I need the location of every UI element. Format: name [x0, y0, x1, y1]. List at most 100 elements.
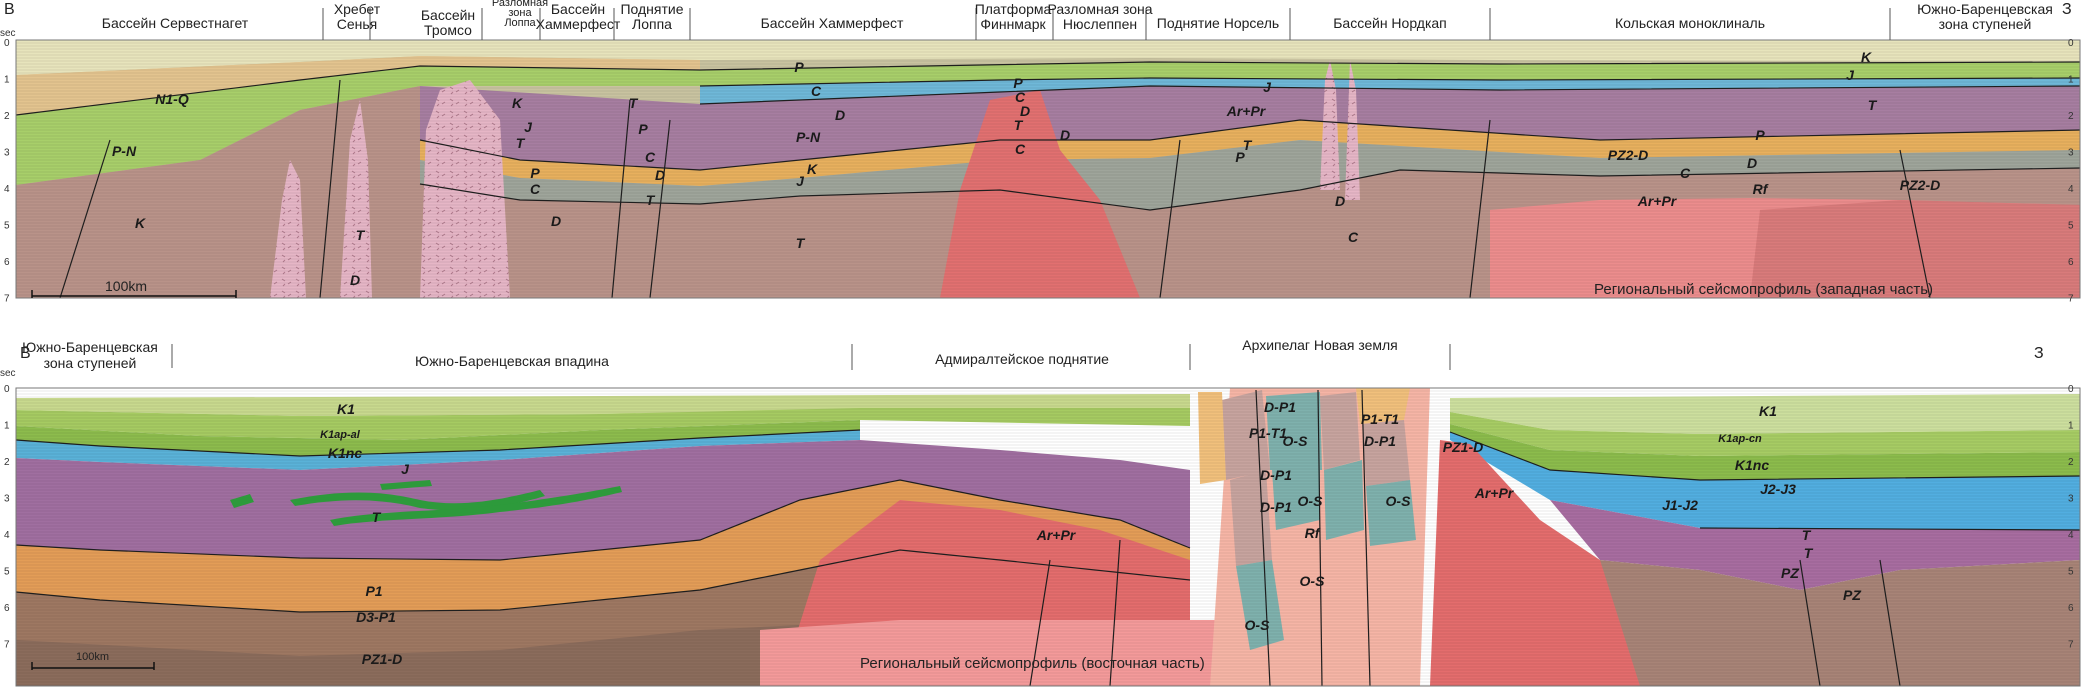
- east-caption: Региональный сейсмопрофиль (восточная ча…: [860, 655, 1205, 672]
- unit-label: D-P1: [1260, 467, 1292, 483]
- region-label: Поднятие: [620, 1, 683, 17]
- unit-label: D: [835, 107, 845, 123]
- axis-tick-label: 2: [2068, 111, 2074, 122]
- region-label: Финнмарк: [980, 16, 1046, 32]
- region-label: Адмиралтейское поднятие: [935, 351, 1109, 367]
- region-label: Бассейн: [421, 7, 475, 23]
- unit-label: PZ2-D: [1608, 147, 1648, 163]
- unit-label: P1: [365, 583, 382, 599]
- unit-label: T: [372, 509, 382, 525]
- unit-label: P: [794, 59, 804, 75]
- unit-label: J: [796, 173, 805, 189]
- unit-label: T: [646, 192, 656, 208]
- unit-label: T: [356, 227, 366, 243]
- unit-label: D: [1335, 193, 1345, 209]
- unit-label: J: [524, 119, 533, 135]
- axis-tick-label: 7: [4, 294, 10, 305]
- region-label: Разломная зона: [1047, 1, 1152, 17]
- unit-label: K1nc: [1735, 457, 1769, 473]
- unit-label: P1-T1: [1361, 411, 1399, 427]
- axis-tick-label: 7: [2068, 640, 2074, 651]
- unit-label: J: [401, 461, 410, 477]
- unit-label: T: [796, 235, 806, 251]
- unit-label: C: [1015, 89, 1026, 105]
- unit-label: N1-Q: [155, 91, 189, 107]
- axis-tick-label: 4: [4, 530, 10, 541]
- unit-label: Ar+Pr: [1226, 103, 1267, 119]
- axis-tick-label: 6: [2068, 603, 2074, 614]
- axis-tick-label: 4: [2068, 184, 2074, 195]
- axis-tick-label: 1: [2068, 75, 2074, 86]
- unit-label: J1-J2: [1662, 497, 1698, 513]
- region-label: Южно-Баренцевская впадина: [415, 353, 609, 369]
- west-section: [16, 40, 2080, 298]
- axis-tick-label: 3: [4, 494, 10, 505]
- unit-label: O-S: [1300, 573, 1326, 589]
- region-label: Архипелаг Новая земля: [1242, 337, 1398, 353]
- unit-label: K: [512, 95, 523, 111]
- unit-label: P: [530, 165, 540, 181]
- axis-tick-label: 1: [4, 421, 10, 432]
- west-header-separators: [322, 8, 1891, 40]
- region-label: зона: [508, 7, 532, 19]
- unit-label: T: [1243, 137, 1253, 153]
- unit-label: K: [1861, 49, 1872, 65]
- unit-label: D: [1060, 127, 1070, 143]
- unit-label: Rf: [1305, 525, 1321, 541]
- unit-label: Rf: [1753, 181, 1769, 197]
- unit-label: P-N: [796, 129, 821, 145]
- unit-label: P: [1235, 149, 1245, 165]
- unit-label: P: [1755, 127, 1765, 143]
- west-frame: [15, 39, 2081, 299]
- axis-tick-label: 6: [4, 603, 10, 614]
- region-label: Лоппа: [632, 16, 672, 32]
- axis-tick-label: 4: [4, 184, 10, 195]
- region-label: Сенья: [337, 16, 378, 32]
- unit-label: C: [1015, 141, 1026, 157]
- axis-tick-label: 7: [4, 640, 10, 651]
- west-caption: Региональный сейсмопрофиль (западная час…: [1594, 281, 1933, 298]
- region-label: Тромсо: [424, 22, 472, 38]
- region-label: Бассейн Нордкап: [1333, 15, 1447, 31]
- region-label: Бассейн Сервестнагет: [102, 15, 249, 31]
- unit-label: K1: [337, 401, 355, 417]
- region-label: Хаммерфест: [536, 16, 621, 32]
- unit-label: C: [645, 149, 656, 165]
- axis-tick-label: 1: [4, 75, 10, 86]
- unit-label: PZ1-D: [362, 651, 402, 667]
- unit-label: C: [1680, 165, 1691, 181]
- unit-label: T: [516, 135, 526, 151]
- axis-tick-label: 4: [2068, 530, 2074, 541]
- region-label: Поднятие Норсель: [1157, 15, 1279, 31]
- unit-label: Ar+Pr: [1637, 193, 1678, 209]
- unit-label: Ar+Pr: [1474, 485, 1515, 501]
- axis-tick-label: 5: [4, 567, 10, 578]
- unit-label: D-P1: [1260, 499, 1292, 515]
- unit-label: PZ1-D: [1443, 439, 1483, 455]
- axis-tick-label: 5: [2068, 567, 2074, 578]
- region-label: Кольская моноклиналь: [1615, 15, 1765, 31]
- unit-label: D-P1: [1364, 433, 1396, 449]
- unit-label: K: [135, 215, 146, 231]
- unit-label: J: [1263, 79, 1272, 95]
- region-label: Платформа: [975, 1, 1052, 17]
- unit-label: O-S: [1245, 617, 1271, 633]
- unit-label: P1-T1: [1249, 425, 1287, 441]
- axis-tick-label: 6: [4, 257, 10, 268]
- axis-tick-label: 7: [2068, 294, 2074, 305]
- unit-label: C: [811, 83, 822, 99]
- unit-label: PZ2-D: [1900, 177, 1940, 193]
- region-label: Хребет: [334, 1, 381, 17]
- region-label: Бассейн Хаммерфест: [761, 15, 904, 31]
- east-scale-bar: 100km: [31, 651, 155, 670]
- unit-label: T: [1868, 97, 1878, 113]
- east-scale-label: 100km: [76, 651, 109, 663]
- region-label: Южно-Баренцевская: [1917, 1, 2053, 17]
- axis-tick-label: 5: [2068, 221, 2074, 232]
- region-label: Лоппа: [504, 17, 536, 29]
- region-label: Разломная: [492, 0, 548, 9]
